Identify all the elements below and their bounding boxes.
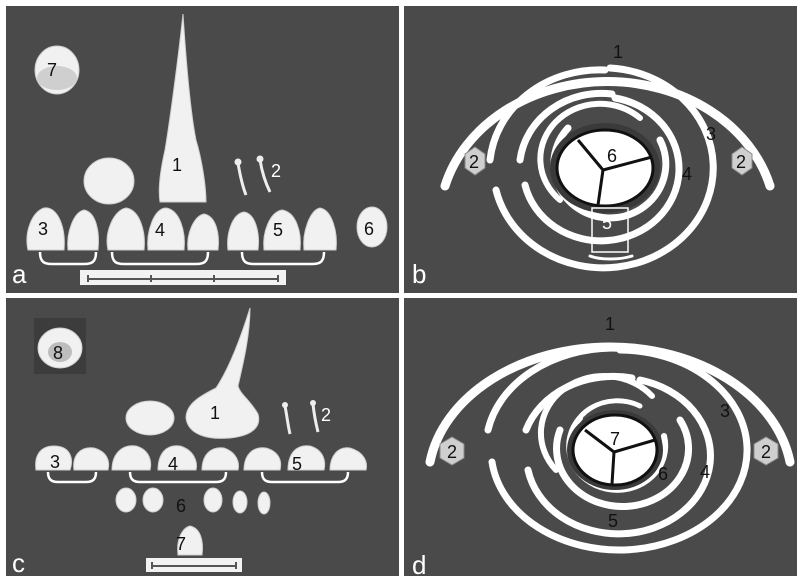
panel-d-center [573,415,657,485]
panel-c-label-2: 2 [321,405,331,425]
panel-a-letter: a [12,259,27,289]
panel-c-organ-6d [233,491,247,513]
panel-c-organ-2a-tip [282,402,288,408]
panel-d-label-3: 3 [720,401,730,421]
panel-c: 8 1 2 3 4 5 6 7 [6,298,399,578]
panel-c-label-5: 5 [292,454,302,474]
panel-a: 7 1 2 6 3 4 5 a [6,6,399,293]
panel-d-label-2-left: 2 [447,442,457,462]
panel-a-label-7: 7 [47,60,57,80]
panel-a-label-2: 2 [271,161,281,181]
panel-c-label-8: 8 [53,343,63,363]
panel-d-label-6: 6 [658,464,668,484]
panel-a-label-1: 1 [172,155,182,175]
panel-c-label-4: 4 [168,454,178,474]
panel-c-label-3: 3 [50,452,60,472]
panel-b-label-3: 3 [706,124,716,144]
panel-c-organ-6e [258,492,270,514]
panel-a-organ-round [84,158,134,204]
panel-b-label-5: 5 [602,213,612,233]
panel-c-organ-2b-tip [310,400,316,406]
panel-d-label-7: 7 [610,429,620,449]
panel-d-letter: d [412,550,426,580]
panel-c-organ-6c [204,488,222,512]
panel-c-organ-round [126,401,174,435]
panel-d-label-4: 4 [700,462,710,482]
panel-c-label-6: 6 [176,496,186,516]
panel-a-organ-2b-tip [257,156,264,163]
panel-b-label-6: 6 [607,146,617,166]
panel-c-letter: c [12,548,25,578]
panel-d-septum-3 [612,452,614,484]
panel-b-label-4: 4 [682,164,692,184]
panel-b: 6 5 2 2 1 3 4 b [404,6,797,293]
panel-c-organ-6b [143,488,163,512]
panel-a-scale-bar [80,270,286,285]
panel-a-label-6: 6 [364,219,374,239]
panel-b-letter: b [412,259,426,289]
panel-a-label-3: 3 [38,219,48,239]
panel-c-organ-6a [116,488,136,512]
panel-d: 7 2 2 1 3 4 5 6 d [404,298,797,580]
panel-b-label-2-left: 2 [469,152,479,172]
panel-b-label-2-right: 2 [736,152,746,172]
panel-d-label-5: 5 [608,511,618,531]
panel-c-label-1: 1 [210,403,220,423]
panel-a-organ-2a-tip [235,159,242,166]
panel-a-label-5: 5 [273,220,283,240]
panel-d-label-2-right: 2 [761,442,771,462]
panel-c-label-7: 7 [176,534,186,554]
panel-b-label-1: 1 [613,42,623,62]
panel-a-label-4: 4 [155,220,165,240]
panel-d-label-1: 1 [605,314,615,334]
